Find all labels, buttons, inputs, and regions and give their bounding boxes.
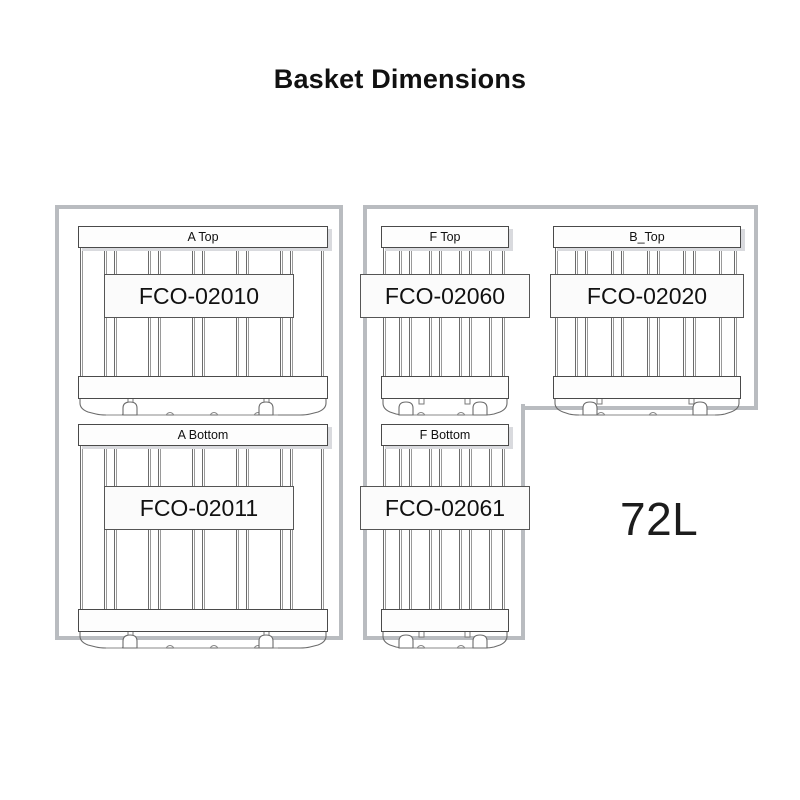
basket-bottom-rail	[553, 376, 741, 399]
basket-part-number-plate[interactable]: FCO-02010	[104, 274, 294, 318]
basket-position-label: A Top	[78, 226, 328, 248]
basket-base-profile	[79, 630, 327, 649]
basket-part-number-plate[interactable]: FCO-02060	[360, 274, 530, 318]
basket-f-top[interactable]: F Top FCO-0	[360, 226, 530, 416]
basket-bottom-rail	[381, 376, 509, 399]
basket-base-profile	[382, 397, 508, 416]
basket-position-label: B_Top	[553, 226, 741, 248]
basket-base-profile	[79, 397, 327, 416]
basket-b-top[interactable]: B_Top	[550, 226, 745, 416]
basket-base-profile	[382, 630, 508, 649]
basket-a-bottom[interactable]: A Bottom	[78, 424, 332, 649]
basket-part-number-plate[interactable]: FCO-02020	[550, 274, 744, 318]
cage-bar	[321, 248, 324, 376]
basket-bottom-rail	[381, 609, 509, 632]
basket-position-label: F Top	[381, 226, 509, 248]
page-title: Basket Dimensions	[273, 64, 527, 94]
volume-label: 72L	[620, 493, 699, 545]
basket-a-top[interactable]: A Top	[78, 226, 332, 416]
basket-position-label: F Bottom	[381, 424, 509, 446]
cage-bar	[80, 248, 83, 376]
basket-base-profile	[554, 397, 740, 416]
basket-position-label: A Bottom	[78, 424, 328, 446]
basket-bottom-rail	[78, 376, 328, 399]
basket-part-number-plate[interactable]: FCO-02011	[104, 486, 294, 530]
cage-bar	[321, 446, 324, 609]
basket-f-bottom[interactable]: F Bottom FC	[360, 424, 530, 649]
basket-part-number-plate[interactable]: FCO-02061	[360, 486, 530, 530]
cage-bar	[80, 446, 83, 609]
basket-bottom-rail	[78, 609, 328, 632]
